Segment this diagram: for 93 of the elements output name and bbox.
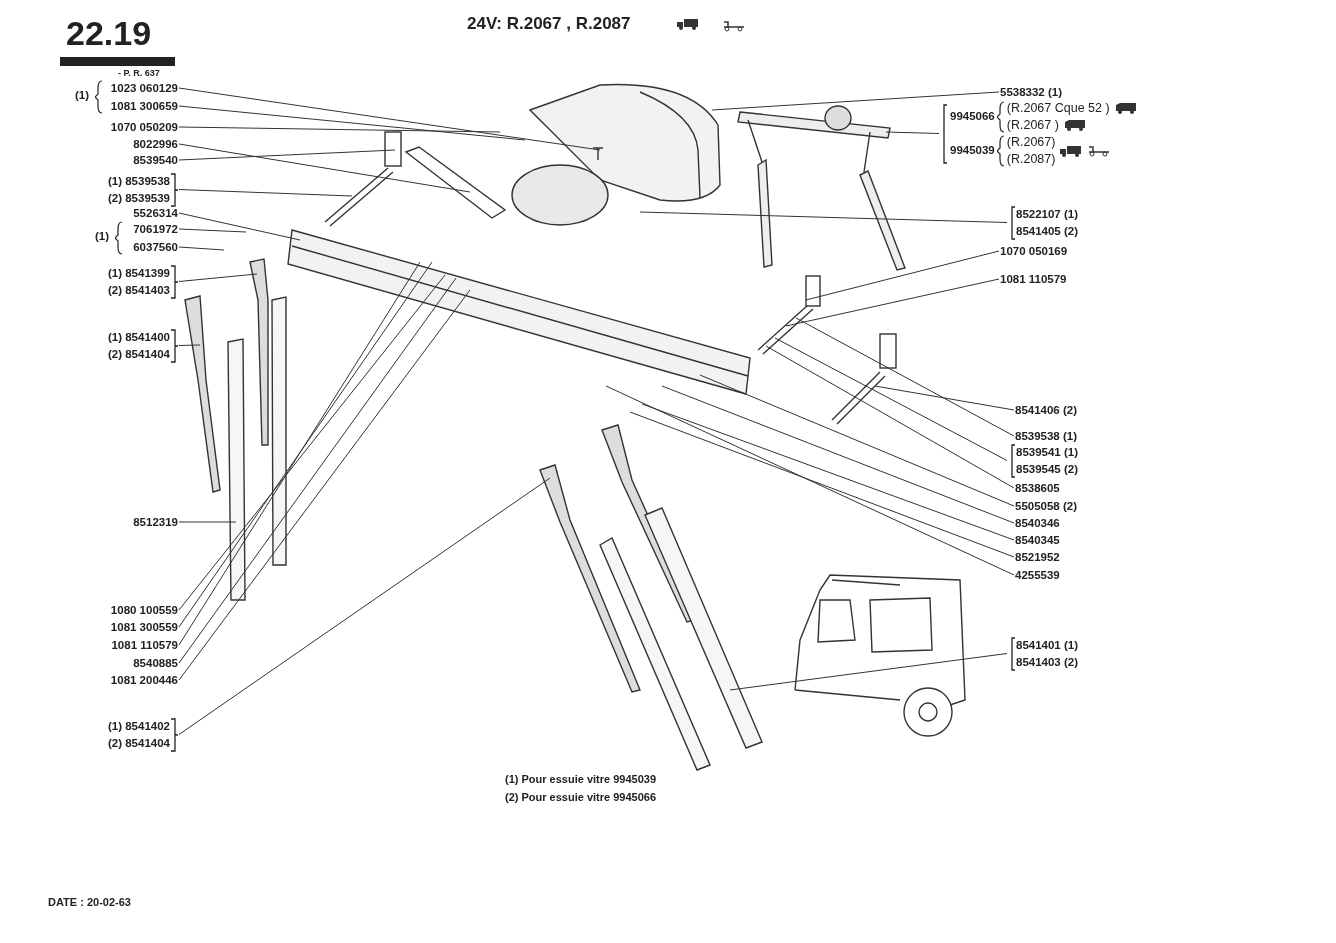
leader-line — [178, 126, 501, 133]
footnote-marker: (1) — [75, 89, 90, 101]
leader-line — [178, 189, 353, 197]
part-number: 8540885 — [133, 654, 178, 672]
part-number: 8540346 — [1015, 514, 1060, 532]
spindle-drawing — [831, 333, 897, 425]
leader-line — [178, 149, 396, 161]
leader-line — [178, 477, 551, 735]
model-heading: 24V: R.2067 , R.2087 — [467, 14, 631, 34]
part-number: 8541403 (2) — [1016, 654, 1079, 670]
leader-line — [774, 337, 1008, 461]
part-number: 7061972 — [133, 220, 178, 238]
part-number: 8540345 — [1015, 531, 1060, 549]
leader-line — [605, 385, 1015, 576]
date-text: DATE : 20-02-63 — [48, 896, 131, 908]
leader-line — [178, 273, 258, 282]
wiper-arm-drawing — [539, 464, 641, 693]
part-number: (1) 8541400 — [107, 329, 170, 345]
leader-line — [699, 374, 1015, 507]
part-number: (1) 8541399 — [107, 265, 170, 281]
footnote: (2) Pour essuie vitre 9945066 — [505, 791, 657, 803]
leader-line — [178, 212, 301, 241]
model-code: (R.2067 Cque 52 ) — [1006, 99, 1110, 117]
part-number: 8539545 (2) — [1016, 461, 1079, 477]
part-number: 5538332 (1) — [1000, 83, 1063, 101]
page-number: 22.19 — [66, 14, 152, 53]
leader-line — [178, 521, 237, 523]
leader-line — [639, 211, 1008, 223]
part-number: 8541406 (2) — [1015, 401, 1078, 419]
part-number: (2) 8541404 — [107, 346, 170, 362]
wiper-motor-drawing — [511, 83, 721, 226]
part-number: 5505058 (2) — [1015, 497, 1078, 515]
part-number: 8521952 — [1015, 548, 1060, 566]
part-number: 8512319 — [133, 513, 178, 531]
footnote-marker: (1) — [95, 230, 110, 242]
model-code: (R.2087) — [1006, 150, 1056, 168]
wiper-arm-drawing — [249, 258, 269, 446]
leader-line — [641, 403, 1015, 541]
part-number: 8522107 (1) — [1016, 206, 1079, 222]
wiper-blade-drawing — [227, 338, 246, 601]
part-number: 1070 050209 — [110, 118, 178, 136]
linkage-arm-drawing — [404, 146, 507, 219]
leader-line — [874, 385, 1015, 411]
part-number: 8539538 (1) — [1015, 427, 1078, 445]
part-number: 9945066 — [950, 109, 995, 124]
mounting-bar-drawing — [287, 229, 751, 395]
leader-line — [178, 87, 601, 151]
leader-line — [711, 91, 1000, 111]
part-number: 8539541 (1) — [1016, 444, 1079, 460]
wiper-blade-drawing — [644, 507, 763, 749]
part-number: 1081 110579 — [111, 636, 178, 654]
page-reference: - P. R. 637 — [118, 68, 160, 78]
part-number: 5526314 — [133, 204, 178, 222]
part-number: (2) 8539539 — [107, 190, 170, 206]
part-number: 1081 200446 — [110, 671, 178, 689]
leader-line — [178, 105, 526, 141]
part-number: 6037560 — [133, 238, 178, 256]
spindle-drawing — [324, 131, 402, 227]
part-number: 8022996 — [133, 135, 178, 153]
leader-line — [765, 345, 1015, 489]
model-code: (R.2067 ) — [1006, 116, 1059, 134]
leader-line — [629, 411, 1015, 558]
part-number: 8541401 (1) — [1016, 637, 1079, 653]
wiper-arm-drawing — [184, 295, 221, 493]
leader-line — [178, 228, 247, 233]
leader-line — [729, 653, 1008, 691]
leader-line — [805, 250, 1000, 301]
part-number: 1081 300659 — [110, 97, 178, 115]
part-number: 1081 300559 — [110, 618, 178, 636]
part-number: (2) 8541403 — [107, 282, 170, 298]
leader-line — [178, 143, 471, 193]
part-number: 8539540 — [133, 151, 178, 169]
leader-line — [795, 317, 1015, 437]
part-number: 1023 060129 — [110, 79, 178, 97]
part-number: 8538605 — [1015, 479, 1060, 497]
leader-line — [661, 385, 1015, 524]
spindle-drawing — [757, 275, 821, 355]
leader-line — [785, 278, 1000, 327]
footnote: (1) Pour essuie vitre 9945039 — [505, 773, 657, 785]
leader-line — [178, 246, 225, 251]
part-number: 8541405 (2) — [1016, 223, 1079, 239]
part-number: 9945039 — [950, 143, 995, 158]
part-number: 1081 110579 — [1000, 270, 1067, 288]
part-number: (1) 8541402 — [107, 718, 170, 734]
part-number: (2) 8541404 — [107, 735, 170, 751]
wiper-assembly-drawing — [737, 105, 906, 271]
model-code: (R.2067) — [1006, 133, 1056, 151]
leader-line — [178, 344, 201, 346]
part-number: 4255539 — [1015, 566, 1060, 584]
part-number: (1) 8539538 — [107, 173, 170, 189]
part-number: 1070 050169 — [1000, 242, 1068, 260]
leader-line — [885, 131, 940, 134]
part-number: 1080 100559 — [110, 601, 178, 619]
